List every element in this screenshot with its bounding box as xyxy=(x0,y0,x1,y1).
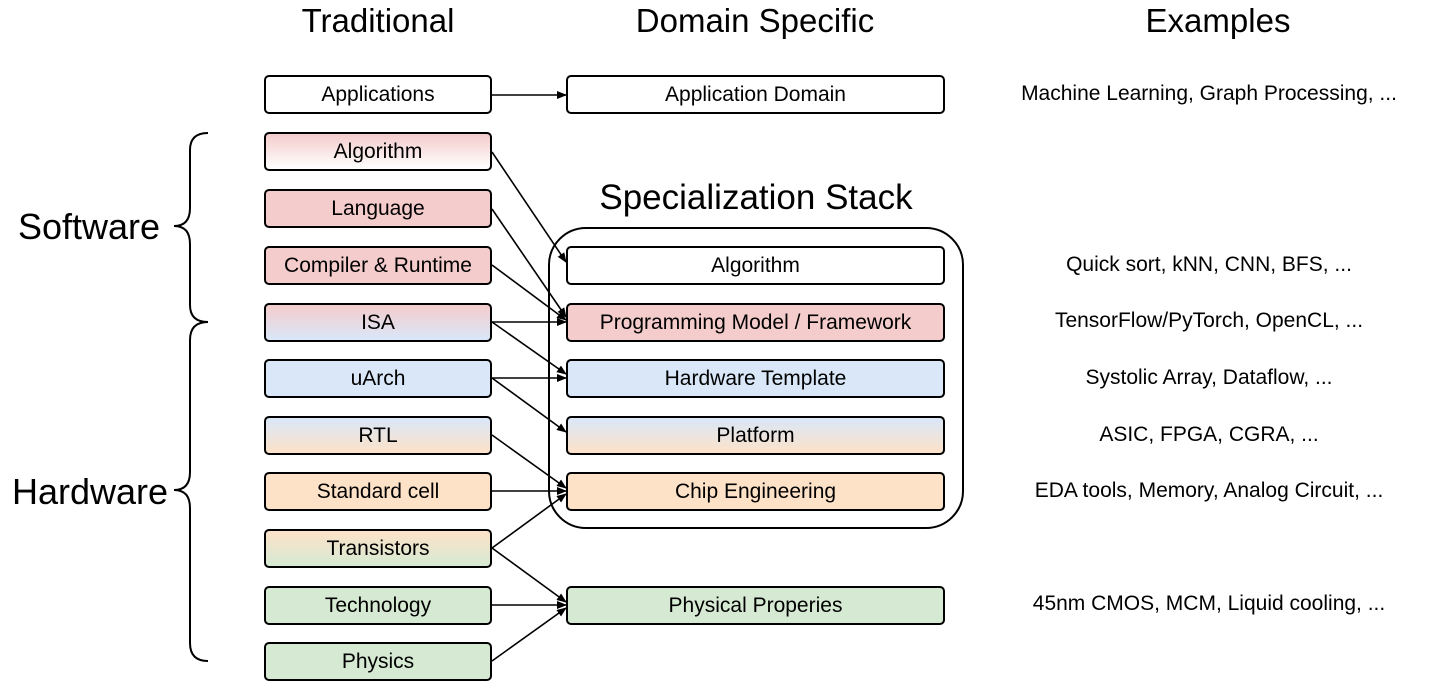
box-programming-model: Programming Model / Framework xyxy=(566,303,945,342)
example-programming-model: TensorFlow/PyTorch, OpenCL, ... xyxy=(1054,309,1364,332)
box-physics: Physics xyxy=(264,642,492,681)
arrow-transistors-to-physical xyxy=(491,547,567,603)
arrow-isa-to-hardware-template xyxy=(491,321,567,375)
box-hardware-template: Hardware Template xyxy=(566,359,945,398)
box-isa: ISA xyxy=(264,303,492,342)
arrow-compiler-to-programming xyxy=(491,264,567,321)
example-algorithm: Quick sort, kNN, CNN, BFS, ... xyxy=(1066,253,1352,276)
example-hardware-template: Systolic Array, Dataflow, ... xyxy=(1085,366,1333,389)
software-label: Software xyxy=(18,206,161,247)
box-chip-engineering: Chip Engineering xyxy=(566,472,945,511)
example-platform: ASIC, FPGA, CGRA, ... xyxy=(1099,423,1319,446)
arrow-transistors-to-chip-engineering xyxy=(491,493,567,549)
header-traditional: Traditional xyxy=(301,2,455,39)
box-algorithm-stack: Algorithm xyxy=(566,246,945,285)
arrow-rtl-to-chip-engineering xyxy=(491,434,567,489)
hardware-label: Hardware xyxy=(12,471,169,512)
example-chip-engineering: EDA tools, Memory, Analog Circuit, ... xyxy=(1034,479,1384,502)
box-uarch: uArch xyxy=(264,359,492,398)
arrow-language-to-programming xyxy=(491,208,567,318)
box-transistors: Transistors xyxy=(264,529,492,568)
header-examples: Examples xyxy=(1145,2,1291,39)
box-standard-cell: Standard cell xyxy=(264,472,492,511)
box-rtl: RTL xyxy=(264,416,492,455)
header-domain-specific: Domain Specific xyxy=(635,2,875,39)
software-brace xyxy=(173,132,209,323)
box-application-domain: Application Domain xyxy=(566,75,945,114)
box-compiler-runtime: Compiler & Runtime xyxy=(264,246,492,285)
box-language: Language xyxy=(264,189,492,228)
example-physical-properies: 45nm CMOS, MCM, Liquid cooling, ... xyxy=(1032,592,1386,615)
box-platform: Platform xyxy=(566,416,945,455)
box-applications: Applications xyxy=(264,75,492,114)
arrow-uarch-to-platform xyxy=(491,377,567,433)
box-physical-properies: Physical Properies xyxy=(566,586,945,625)
arrow-algorithm-to-algorithm xyxy=(491,151,567,263)
example-application-domain: Machine Learning, Graph Processing, ... xyxy=(1021,82,1397,105)
box-algorithm-traditional: Algorithm xyxy=(264,132,492,171)
specialization-stack-title: Specialization Stack xyxy=(599,178,913,217)
box-technology: Technology xyxy=(264,586,492,625)
hardware-brace xyxy=(173,321,209,662)
arrow-physics-to-physical xyxy=(491,607,567,662)
